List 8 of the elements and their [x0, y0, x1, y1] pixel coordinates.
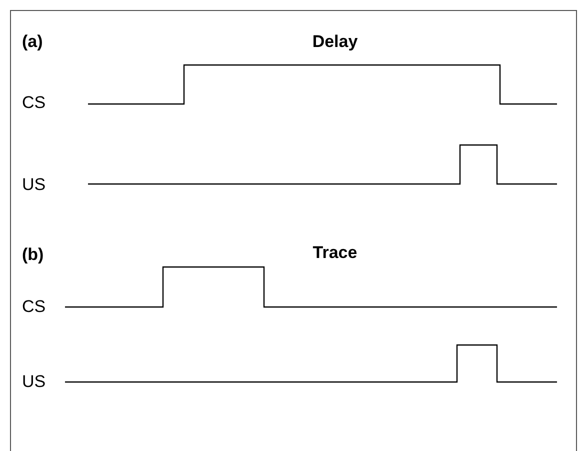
signal-label: US: [22, 175, 46, 195]
panel-letter: (b): [22, 245, 44, 265]
panel-letter: (a): [22, 32, 43, 52]
panel-title: Trace: [312, 243, 358, 263]
signal-label: CS: [22, 93, 46, 113]
signal-label: US: [22, 372, 46, 392]
signal-label: CS: [22, 297, 46, 317]
panel-title: Delay: [312, 32, 358, 52]
